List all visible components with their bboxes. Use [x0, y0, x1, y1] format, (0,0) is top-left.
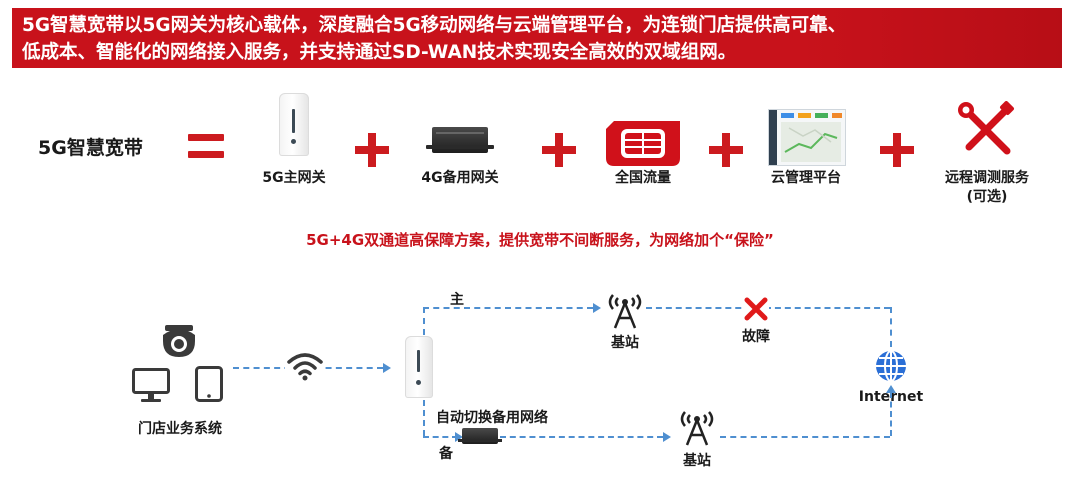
cloud-platform-screen-icon: [768, 109, 846, 166]
banner-line-1: 5G智慧宽带以5G网关为核心载体，深度融合5G移动网络与云端管理平台，为连锁门店…: [22, 15, 847, 36]
backup-arrow-up: [886, 385, 896, 393]
header-banner: 5G智慧宽带以5G网关为核心载体，深度融合5G移动网络与云端管理平台，为连锁门店…: [12, 8, 1062, 68]
backup-link-2: [720, 436, 890, 438]
slogan-text: 5G+4G双通道高保障方案，提供宽带不间断服务，为网络加个“保险”: [306, 231, 774, 249]
backup-riser: [423, 400, 425, 436]
primary-label: 主: [450, 292, 464, 308]
label-5g-gateway: 5G主网关: [262, 170, 326, 186]
label-remote-debug-optional: (可选): [966, 189, 1008, 205]
formula-title: 5G智慧宽带: [38, 137, 143, 159]
store-system-label: 门店业务系统: [138, 421, 222, 437]
5g-gateway-icon: [279, 93, 309, 156]
diagram-4g-gateway-icon: [458, 428, 502, 444]
plus-sign-2: [542, 133, 576, 167]
label-national-traffic: 全国流量: [615, 170, 671, 186]
plus-sign-4: [880, 133, 914, 167]
plus-sign-3: [709, 133, 743, 167]
backup-link-1: [500, 436, 663, 438]
internet-globe-icon: [874, 349, 908, 383]
base-station-label-primary: 基站: [611, 335, 639, 351]
base-station-icon-backup: [677, 408, 717, 446]
backup-arrow-1: [663, 432, 671, 442]
equals-sign: [188, 134, 224, 162]
monitor-icon: [132, 368, 170, 404]
banner-line-2: 低成本、智能化的网络接入服务，并支持通过SD-WAN技术实现安全高效的双域组网。: [22, 42, 737, 63]
backup-label: 备: [439, 446, 453, 462]
wifi-icon: [285, 350, 325, 382]
4g-backup-gateway-icon: [426, 127, 494, 153]
primary-link-1: [423, 307, 593, 309]
primary-drop: [890, 307, 892, 347]
backup-arrow-0: [455, 432, 463, 442]
label-remote-debug: 远程调测服务: [945, 170, 1029, 186]
plus-sign-1: [355, 133, 389, 167]
backup-link-0: [423, 436, 458, 438]
wrench-screwdriver-icon: [957, 101, 1017, 159]
fault-label: 故障: [742, 329, 770, 345]
base-station-icon-primary: [605, 291, 645, 329]
switch-backup-label: 自动切换备用网络: [436, 410, 548, 426]
base-station-label-backup: 基站: [683, 453, 711, 469]
primary-arrow: [593, 303, 601, 313]
primary-riser: [423, 307, 425, 335]
fault-x-icon: [743, 296, 769, 322]
label-cloud-platform: 云管理平台: [771, 170, 841, 186]
sim-card-icon: [606, 121, 680, 166]
store-link-arrow: [383, 363, 391, 373]
diagram-5g-gateway-icon: [405, 336, 433, 398]
camera-icon: [161, 325, 197, 359]
label-4g-backup-gateway: 4G备用网关: [421, 170, 499, 186]
tablet-icon: [195, 366, 223, 402]
backup-rise: [890, 392, 892, 436]
